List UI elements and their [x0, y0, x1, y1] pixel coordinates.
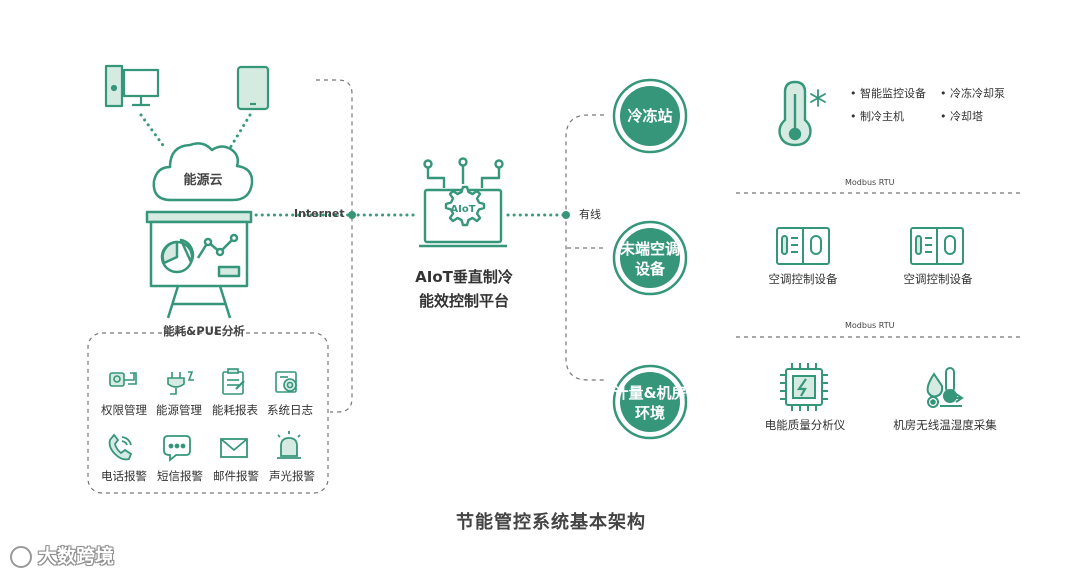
apps-frame [87, 332, 329, 494]
app-label-syslog: 系统日志 [267, 403, 313, 417]
report-clipboard-icon [222, 368, 245, 395]
app-label-sms: 短信报警 [157, 469, 203, 483]
ac-controller-icon-2 [910, 227, 964, 265]
bullet-pump: • 冷冻冷却泵 [940, 87, 1005, 100]
dotted-links [139, 113, 568, 217]
wired-node-dot [562, 211, 570, 219]
analysis-board-icon [145, 210, 253, 319]
watermark-text: 大数跨境 [38, 545, 115, 568]
bullet-chiller: • 制冷主机 [850, 110, 904, 123]
app-label-report: 能耗报表 [212, 403, 258, 417]
siren-icon [277, 431, 301, 459]
bullet-smart-monitor: • 智能监控设备 [850, 87, 926, 100]
app-label-siren: 声光报警 [269, 469, 315, 483]
ac-device-label-2: 空调控制设备 [903, 272, 973, 286]
node-circles [612, 78, 688, 440]
wireless-sensor-icon [926, 367, 964, 408]
platform-title-line2: 能效控制平台 [418, 292, 510, 310]
watermark-logo-icon [10, 546, 32, 568]
app-label-phone: 电话报警 [101, 469, 147, 483]
modbus-rtu-label-2: Modbus RTU [845, 321, 895, 330]
thermometer-icon [778, 80, 812, 147]
phone-icon [108, 433, 133, 461]
node-label-metering: 计量&机房 环境 [613, 384, 687, 422]
sms-icon [163, 435, 191, 462]
cloud-icon [152, 142, 254, 202]
chip-text: AIoT [450, 204, 476, 215]
app-label-energy: 能源管理 [156, 403, 202, 417]
snowflake-icon [810, 89, 826, 107]
watermark: 大数跨境 [10, 546, 114, 568]
connector-lines [87, 79, 1024, 494]
permission-icon [109, 372, 137, 387]
wired-label: 有线 [579, 208, 601, 221]
system-log-icon [275, 371, 297, 393]
aiot-platform-icon [419, 157, 507, 248]
desktop-computer-icon [104, 64, 160, 108]
app-label-mail: 邮件报警 [213, 469, 259, 483]
bullet-cooling-tower: • 冷却塔 [940, 110, 983, 123]
board-label: 能耗&PUE分析 [163, 324, 245, 338]
cloud-label: 能源云 [183, 173, 223, 188]
diagram-title: 节能管控系统基本架构 [456, 512, 646, 533]
app-label-permission: 权限管理 [101, 403, 147, 417]
node-label-chiller-station: 冷冻站 [627, 107, 673, 125]
internet-node-dot [348, 211, 356, 219]
platform-title-line1: AIoT垂直制冷 [415, 268, 513, 286]
mail-icon [220, 438, 248, 458]
tablet-icon [236, 65, 270, 111]
internet-label: Internet [294, 207, 345, 220]
ac-controller-icon [776, 227, 830, 265]
meter-label: 电能质量分析仪 [764, 418, 846, 432]
modbus-rtu-label-1: Modbus RTU [845, 178, 895, 187]
sensor-label: 机房无线温湿度采集 [893, 418, 997, 432]
power-meter-chip-icon [780, 363, 828, 411]
energy-plug-icon [167, 371, 194, 395]
node-label-terminal-ac: 末端空调 设备 [619, 240, 680, 278]
ac-device-label-1: 空调控制设备 [768, 272, 838, 286]
